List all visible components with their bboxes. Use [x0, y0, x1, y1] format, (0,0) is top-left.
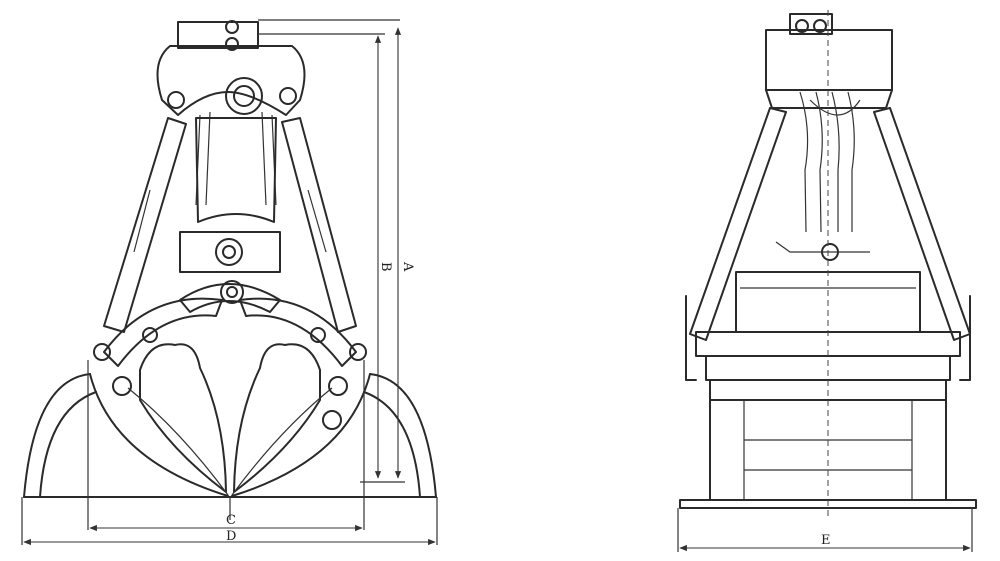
front-reference-lines — [21, 19, 438, 545]
hinge-block — [179, 280, 281, 313]
dimension-b: B — [374, 35, 393, 479]
central-column — [179, 117, 281, 273]
outer-jaws — [23, 373, 437, 498]
side-right-arm — [873, 107, 971, 341]
dimension-d: D — [23, 529, 436, 546]
dimension-a: A — [394, 27, 415, 479]
dimension-label-a: A — [400, 261, 415, 272]
inner-jaws — [112, 343, 348, 496]
right-arm — [281, 117, 357, 333]
dimension-c: C — [89, 513, 363, 532]
hoist-block — [765, 13, 893, 109]
dimension-label-c: C — [226, 513, 236, 528]
top-frame — [156, 20, 306, 116]
dimension-e: E — [677, 508, 973, 552]
side-left-arm — [689, 107, 787, 341]
dimension-label-b: B — [378, 262, 393, 272]
rope-system — [195, 111, 277, 206]
dimension-label-e: E — [821, 533, 831, 548]
scissor-links — [93, 297, 367, 367]
side-view: E — [677, 10, 977, 552]
front-view: A B C D — [21, 19, 438, 546]
dimension-label-d: D — [226, 529, 236, 544]
left-arm — [103, 117, 187, 333]
side-ropes — [775, 91, 870, 261]
